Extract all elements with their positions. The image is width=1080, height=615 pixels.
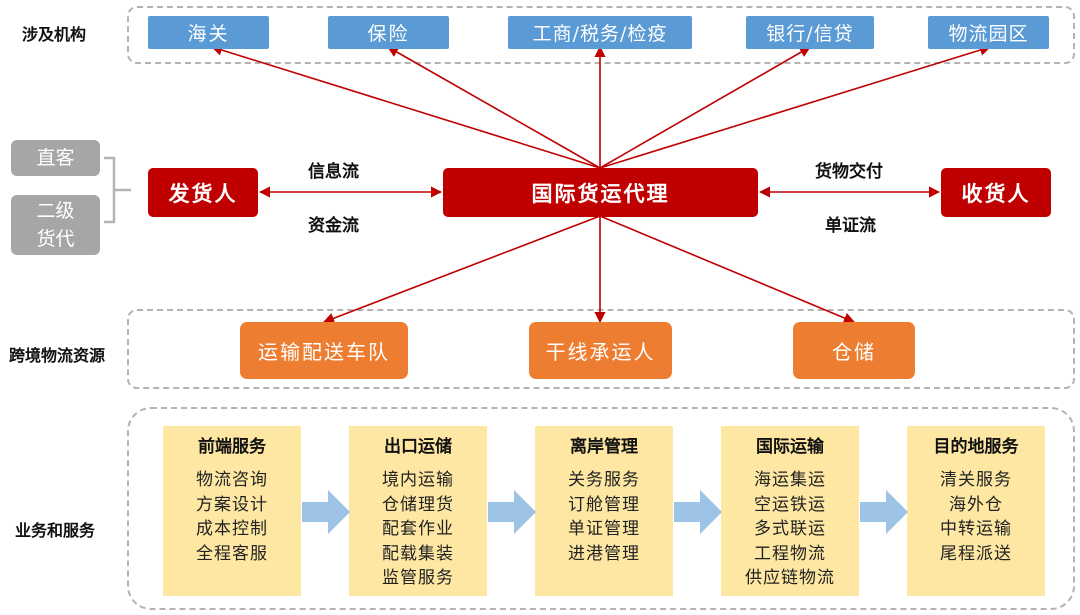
service-international-transport: 国际运输 海运集运 空运铁运 多式联运 工程物流 供应链物流: [721, 426, 859, 596]
institution-bank-credit: 银行/信贷: [746, 16, 874, 49]
section-label-institutions: 涉及机构: [22, 25, 87, 44]
service-title: 离岸管理: [570, 437, 638, 457]
service-title: 目的地服务: [933, 437, 1019, 457]
service-item: 成本控制: [196, 519, 268, 539]
service-item: 订舱管理: [568, 494, 640, 515]
service-item: 境内运输: [382, 470, 454, 490]
stage-arrow-icon: [302, 490, 350, 534]
service-item: 海运集运: [754, 470, 826, 490]
service-item: 物流咨询: [196, 470, 268, 490]
resources-container: [127, 309, 1075, 389]
service-item: 配套作业: [382, 519, 454, 539]
service-item: 尾程派送: [940, 543, 1012, 564]
service-item: 关务服务: [568, 470, 640, 490]
resource-trunk-carrier: 干线承运人: [529, 322, 672, 379]
arrow-to-fleet: [322, 215, 601, 324]
source-secondary-line1: 二级: [36, 200, 75, 222]
source-bracket: [104, 156, 131, 224]
service-item: 清关服务: [940, 470, 1012, 490]
flow-label-info: 信息流: [308, 162, 359, 182]
service-item: 仓储理货: [382, 494, 454, 515]
arrow-to-park: [599, 44, 992, 169]
arrow-to-insurance: [387, 46, 601, 169]
resource-delivery-fleet: 运输配送车队: [240, 322, 408, 379]
institutions-container: [127, 6, 1075, 64]
stage-arrow-icon: [860, 490, 908, 534]
institution-commerce-tax-quarantine: 工商/税务/检疫: [508, 16, 692, 49]
stage-arrow-icon: [488, 490, 536, 534]
arrow-to-bank: [599, 46, 811, 169]
arrow-to-customs: [210, 44, 601, 169]
service-title: 前端服务: [198, 437, 266, 457]
arrow-to-warehouse: [599, 215, 856, 324]
service-item: 供应链物流: [745, 568, 835, 588]
service-item: 中转运输: [940, 519, 1012, 539]
institution-insurance: 保险: [328, 16, 449, 49]
service-item: 方案设计: [196, 494, 268, 515]
source-secondary-forwarder: 二级 货代: [11, 195, 100, 255]
business-container: [127, 407, 1075, 610]
source-direct-label: 直客: [36, 147, 75, 169]
service-title: 国际运输: [756, 437, 824, 457]
section-label-business: 业务和服务: [15, 521, 96, 540]
flow-label-delivery: 货物交付: [815, 162, 883, 182]
source-direct-client: 直客: [11, 140, 100, 176]
service-item: 单证管理: [568, 519, 640, 539]
node-forwarder: 国际货运代理: [443, 168, 758, 217]
service-item: 空运铁运: [754, 494, 826, 515]
service-item: 工程物流: [754, 543, 826, 564]
service-item: 全程客服: [196, 543, 268, 564]
flow-label-documents: 单证流: [825, 216, 876, 236]
service-title: 出口运储: [384, 437, 452, 457]
service-destination: 目的地服务 清关服务 海外仓 中转运输 尾程派送: [907, 426, 1045, 596]
service-item: 海外仓: [949, 494, 1003, 515]
service-front-end: 前端服务 物流咨询 方案设计 成本控制 全程客服: [163, 426, 301, 596]
node-consignee: 收货人: [941, 168, 1051, 217]
institution-customs: 海关: [148, 16, 269, 49]
section-label-resources: 跨境物流资源: [9, 346, 106, 365]
resource-warehousing: 仓储: [793, 322, 915, 379]
node-shipper: 发货人: [148, 168, 258, 217]
service-item: 多式联运: [754, 519, 826, 539]
source-secondary-line2: 货代: [36, 228, 75, 250]
service-export-storage: 出口运储 境内运输 仓储理货 配套作业 配载集装 监管服务: [349, 426, 487, 596]
service-item: 配载集装: [382, 543, 454, 564]
flow-label-capital: 资金流: [308, 216, 359, 236]
stage-arrow-icon: [674, 490, 722, 534]
institution-logistics-park: 物流园区: [928, 16, 1049, 49]
service-item: 监管服务: [382, 568, 454, 588]
service-item: 进港管理: [568, 543, 640, 564]
service-offshore-management: 离岸管理 关务服务 订舱管理 单证管理 进港管理: [535, 426, 673, 596]
